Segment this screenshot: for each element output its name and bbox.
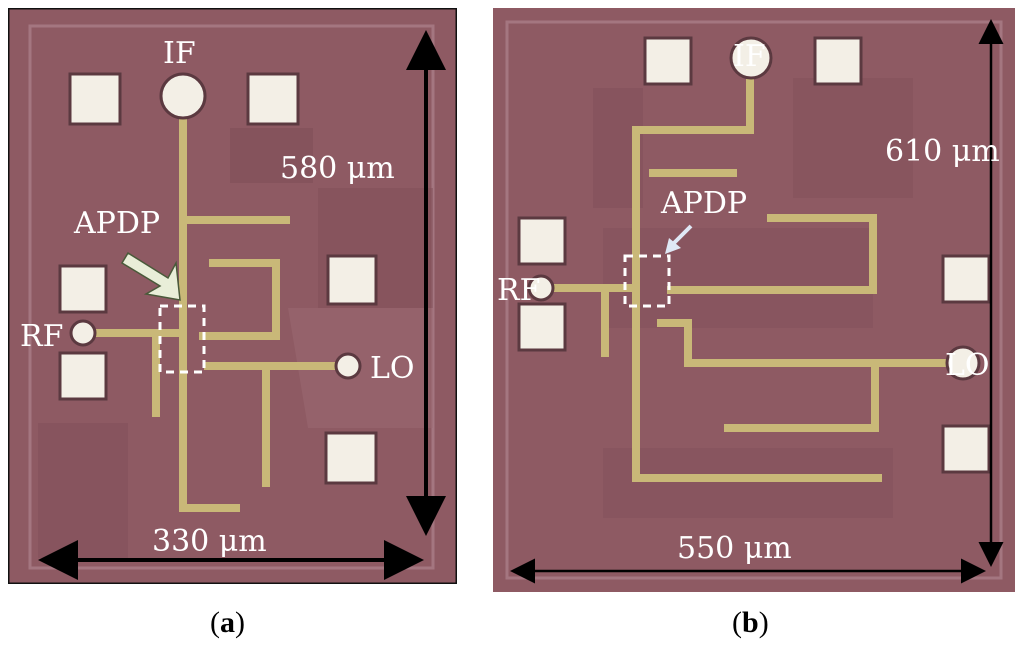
apdp-box-b (623, 254, 671, 308)
label-height-b: 610 μm (885, 134, 1000, 169)
label-rf-a: RF (20, 319, 63, 354)
label-height-a: 580 μm (280, 151, 395, 186)
apdp-arrow-b (665, 238, 681, 254)
caption-letter-a: a (220, 606, 235, 639)
caption-a: (a) (210, 606, 245, 639)
chip-a-drawing: IF RF LO APDP 580 μm 330 μm (8, 8, 457, 584)
label-rf-b: RF (497, 273, 540, 308)
apdp-box-a (158, 304, 206, 374)
label-if-b: IF (733, 39, 766, 74)
label-lo-b: LO (945, 348, 990, 383)
chip-b-drawing: IF RF LO APDP 610 μm 550 μm (493, 8, 1015, 592)
label-apdp-b: APDP (660, 186, 747, 221)
caption-b: (b) (732, 606, 769, 639)
label-width-b: 550 μm (677, 531, 792, 566)
label-width-a: 330 μm (152, 524, 267, 559)
chip-photo-b: IF RF LO APDP 610 μm 550 μm (493, 8, 1015, 592)
label-apdp-a: APDP (73, 206, 160, 241)
caption-letter-b: b (742, 606, 759, 639)
apdp-arrow-a (120, 251, 181, 301)
label-if-a: IF (163, 36, 196, 71)
chip-photo-a: IF RF LO APDP 580 μm 330 μm (8, 8, 457, 584)
label-lo-a: LO (370, 351, 415, 386)
